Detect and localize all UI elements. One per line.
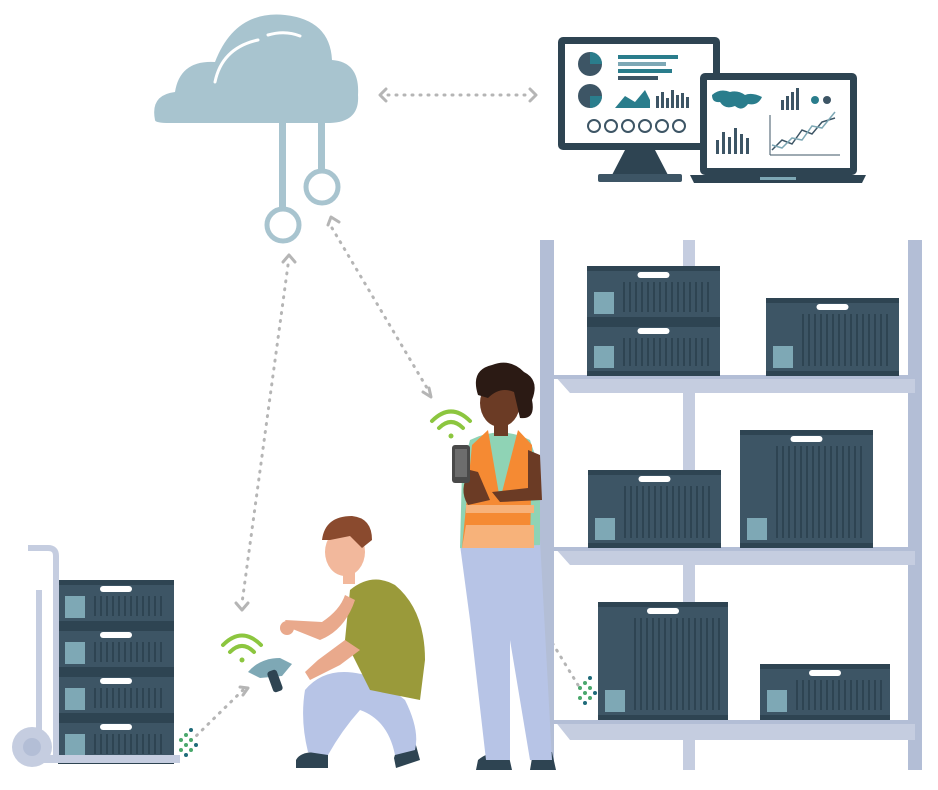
storage-crate <box>598 602 728 720</box>
scanner-tag-link <box>190 688 245 742</box>
cloud-scanner-link <box>240 263 290 605</box>
standing-worker <box>452 362 556 770</box>
rfid-tag-icon <box>179 728 198 757</box>
hand-truck <box>12 545 180 767</box>
storage-crate <box>588 470 721 548</box>
arrow-heads <box>234 87 538 697</box>
kneeling-worker <box>248 516 425 768</box>
smartphone-icon <box>452 445 470 483</box>
storage-crate <box>58 626 174 672</box>
cloud-phone-link <box>330 226 432 395</box>
storage-crate <box>760 664 890 720</box>
storage-crate <box>740 430 873 548</box>
storage-crate <box>58 672 174 718</box>
wifi-icon <box>221 633 263 663</box>
crate-group <box>58 266 899 764</box>
storage-crate <box>766 298 899 376</box>
cloud-icon <box>154 14 359 244</box>
rfid-tag-icon <box>578 676 597 705</box>
data-link-lines <box>190 93 580 742</box>
storage-crate <box>587 322 720 376</box>
monitor-icon <box>558 37 720 182</box>
storage-crate <box>58 580 174 626</box>
laptop-icon <box>690 73 866 183</box>
storage-crate <box>587 266 720 322</box>
wifi-icon <box>430 409 472 439</box>
handheld-scanner-icon <box>248 658 292 693</box>
